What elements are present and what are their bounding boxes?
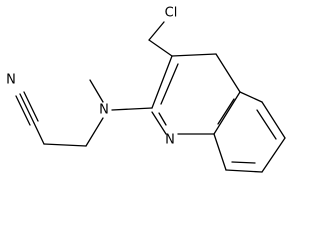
ring-nitrogen-label: N (165, 133, 175, 148)
structure-canvas: Cl N N N (6, 5, 286, 173)
bond-c4-c4a (215, 53, 241, 93)
nitrile-nitrogen-label: N (6, 73, 16, 88)
bond-c4a-c8a-inner (217, 98, 235, 125)
bond-c5-c6-inner (256, 109, 277, 140)
bond-c7-c8 (225, 169, 263, 173)
amine-nitrogen-label: N (99, 103, 109, 118)
chlorine-label: Cl (165, 6, 178, 21)
bond-n1-c2 (151, 111, 167, 135)
bond-c2-c3-inner (160, 63, 179, 105)
bond-ch2-ch2 (43, 143, 87, 147)
bond-c2-namine (111, 107, 153, 111)
chemical-structure-diagram: Cl N N N (6, 6, 286, 173)
bond-namine-methyl (89, 79, 104, 103)
bond-c6-c7 (261, 137, 286, 173)
bond-ch2-cl (148, 21, 165, 41)
bond-c2-c3 (151, 55, 173, 109)
bond-c3-c4 (171, 53, 217, 57)
bond-c5-c6 (261, 101, 286, 139)
bond-nitrile-1 (19, 93, 35, 124)
bond-c4a-c5 (239, 91, 263, 103)
bond-nitrile-3 (23, 91, 39, 122)
bond-c7-c8-inner (231, 161, 256, 164)
bond-c4a-c8a (213, 91, 241, 135)
bond-c3-ch2 (148, 39, 173, 57)
bond-n1-c2-inner (158, 112, 167, 126)
bond-namine-ch2 (85, 117, 104, 147)
bond-nitrile-2 (15, 95, 31, 126)
bond-ch2-cn (33, 122, 45, 145)
bond-c8-c8a (213, 133, 227, 171)
